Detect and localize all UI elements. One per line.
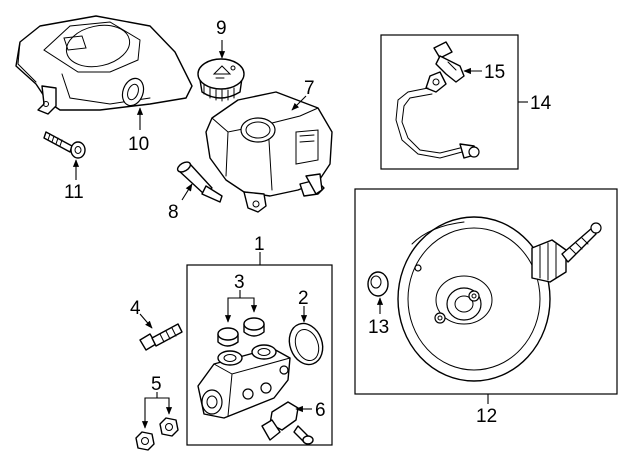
leader-lines	[72, 40, 528, 429]
nuts-part-5	[135, 417, 179, 451]
callout-11: 11	[64, 182, 84, 203]
callout-13: 13	[368, 317, 389, 338]
box-1	[186, 264, 333, 446]
fluid-reservoir-part	[205, 91, 333, 213]
sensor-part-6	[261, 401, 314, 445]
callout-15: 15	[484, 62, 505, 83]
callout-3: 3	[234, 272, 245, 293]
callout-14: 14	[530, 93, 552, 114]
reservoir-cap-part	[197, 58, 245, 102]
bolt-part-11	[43, 131, 86, 159]
box-14	[380, 34, 519, 170]
master-cylinder-part	[197, 344, 291, 419]
bolt-part-4	[139, 323, 183, 351]
callout-5: 5	[151, 374, 162, 395]
callout-10: 10	[128, 134, 149, 155]
callout-4: 4	[130, 298, 141, 319]
callout-8: 8	[168, 202, 179, 223]
sensor-pin-part	[176, 161, 223, 203]
box-12	[354, 188, 618, 395]
callout-9: 9	[216, 18, 227, 39]
callout-labels: 9 7 10 11 8 15 14 1 3 2 4 5 6 13 12	[64, 18, 552, 427]
callout-2: 2	[298, 288, 309, 309]
seals-part-3	[217, 317, 265, 347]
callout-6: 6	[315, 400, 326, 421]
grommet-part-13	[367, 271, 389, 297]
engine-cover-part	[15, 15, 193, 115]
o-ring-part-2	[288, 322, 324, 366]
callout-7: 7	[304, 78, 315, 99]
callout-1: 1	[254, 234, 265, 255]
callout-12: 12	[476, 406, 497, 427]
